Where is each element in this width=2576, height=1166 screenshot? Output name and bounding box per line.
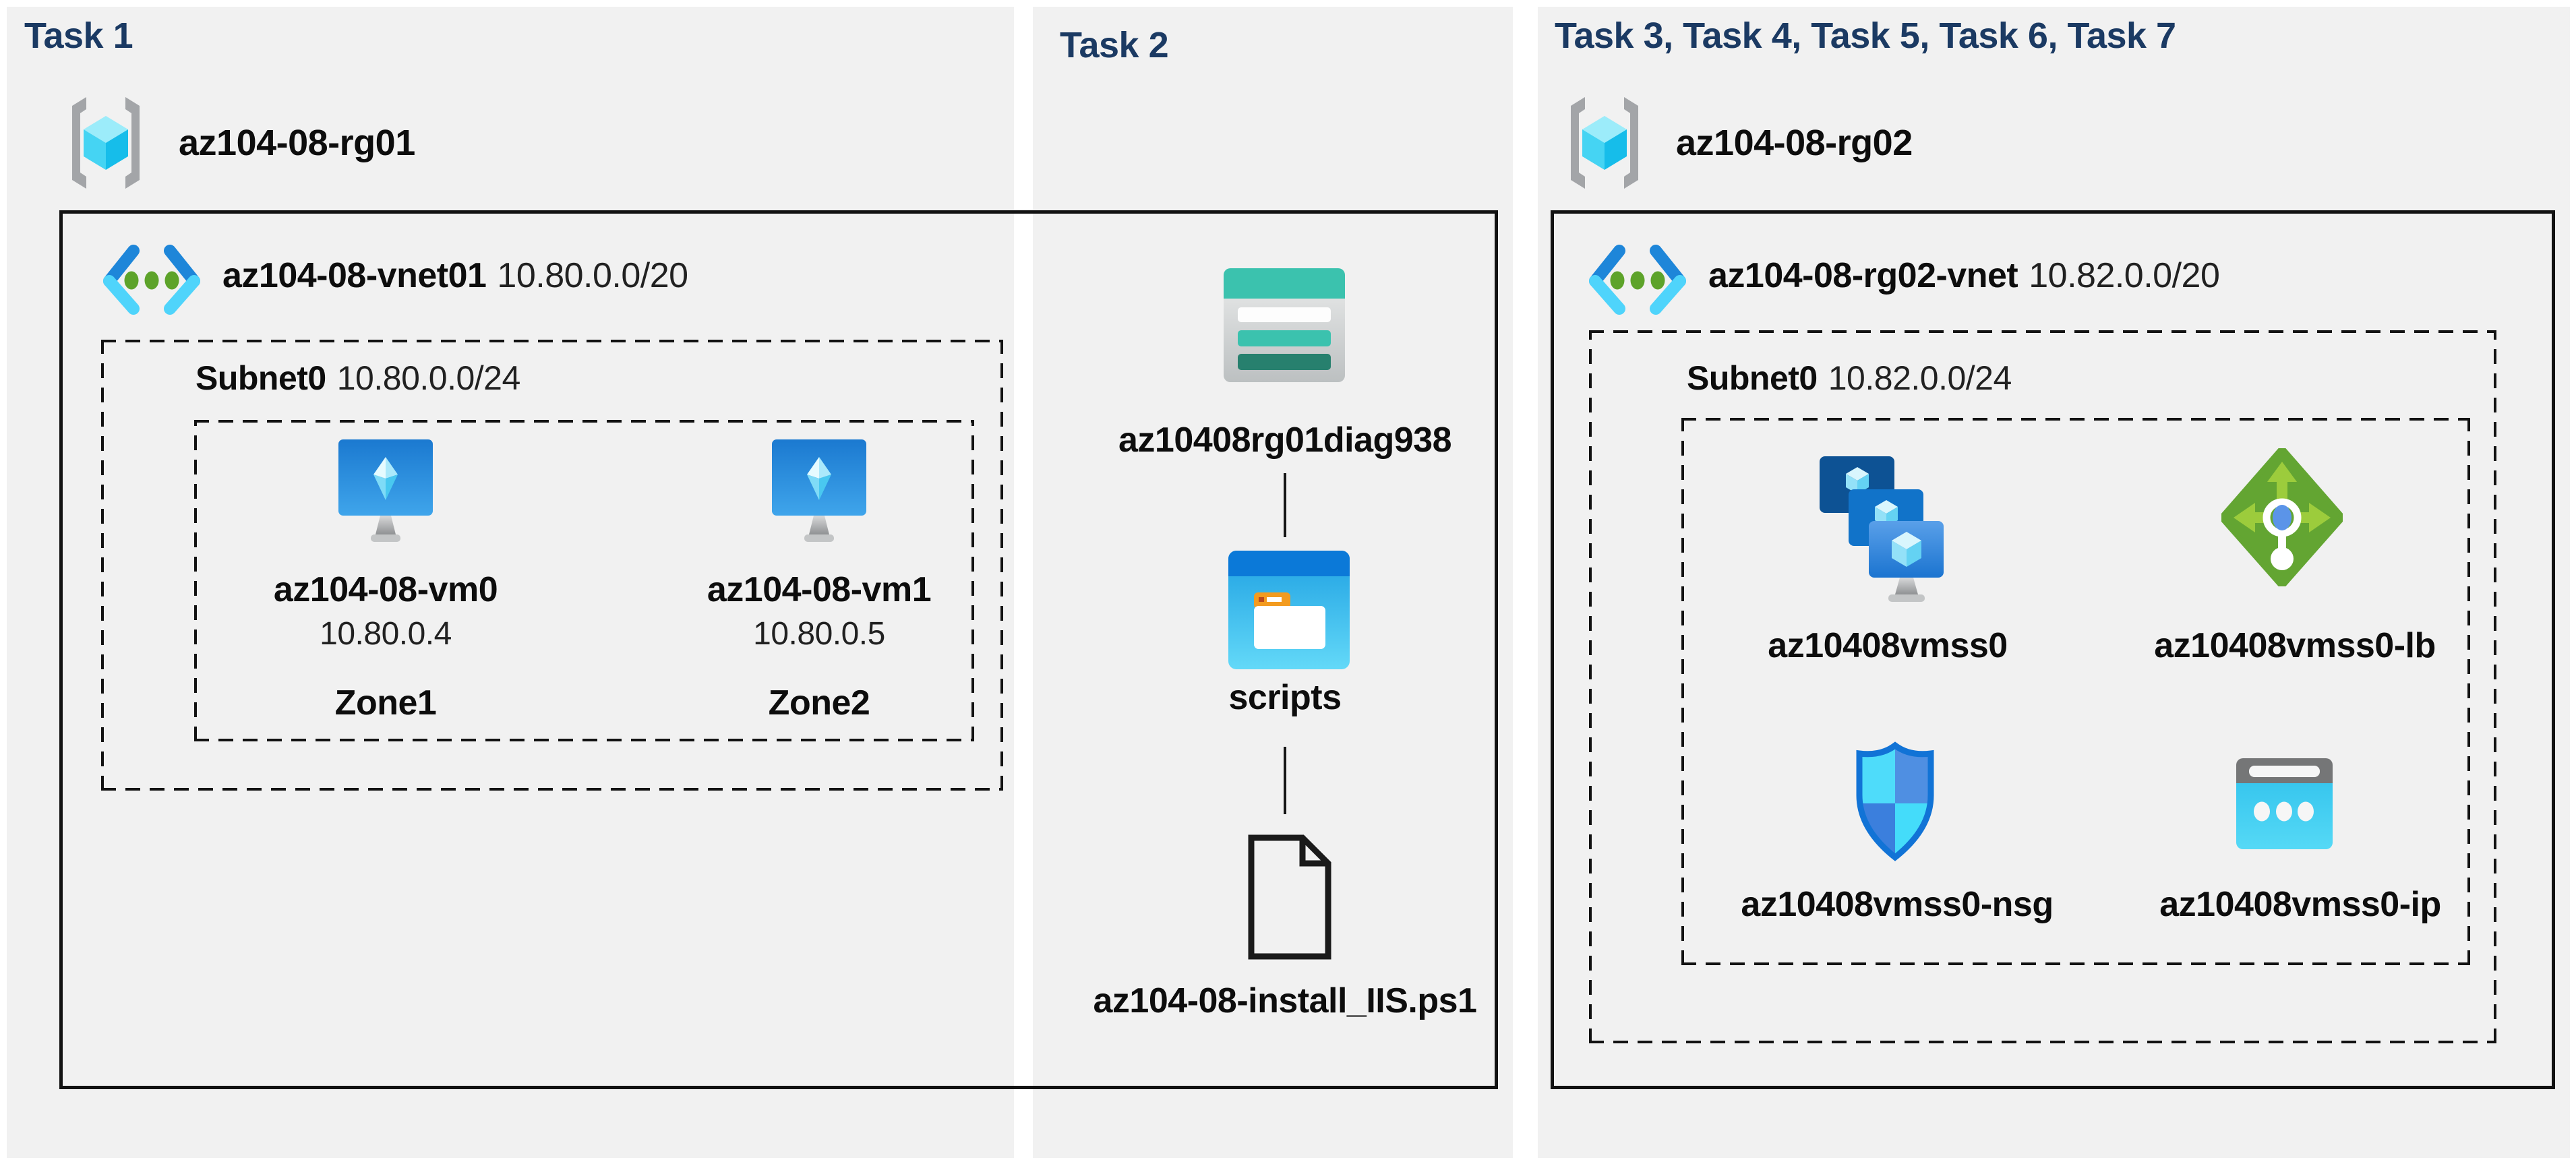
storage-account-label: az10408rg01diag938 bbox=[1118, 421, 1452, 460]
subnet0-label-rg01: Subnet0 10.80.0.0/24 bbox=[196, 359, 520, 398]
virtual-machine-icon bbox=[772, 439, 866, 542]
vnet-icon bbox=[1589, 245, 1686, 315]
vm1-name-label: az104-08-vm1 bbox=[707, 570, 932, 609]
vm-scale-set-icon bbox=[1820, 456, 1944, 602]
resource-group-icon bbox=[72, 97, 140, 189]
rg01-label: az104-08-rg01 bbox=[179, 123, 415, 163]
task3-title: Task 3, Task 4, Task 5, Task 6, Task 7 bbox=[1555, 16, 2176, 56]
task2-title: Task 2 bbox=[1060, 25, 1169, 65]
task1-title: Task 1 bbox=[24, 16, 133, 56]
script-file-icon bbox=[1248, 834, 1331, 960]
vnet02-name: az104-08-rg02-vnet bbox=[1708, 256, 2018, 295]
vm1-ip-label: 10.80.0.5 bbox=[753, 616, 885, 652]
storage-account-icon bbox=[1224, 268, 1345, 382]
subnet0-cidr-rg01: 10.80.0.0/24 bbox=[336, 359, 521, 397]
vnet01-cidr: 10.80.0.0/20 bbox=[497, 256, 688, 295]
public-ip-label: az10408vmss0-ip bbox=[2159, 885, 2441, 924]
vnet-icon bbox=[103, 245, 200, 315]
connector-folder-file bbox=[1284, 747, 1286, 814]
nsg-shield-icon bbox=[1856, 741, 1934, 861]
vnet01-label: az104-08-vnet01 10.80.0.0/20 bbox=[222, 255, 688, 296]
rg01-boundary-box bbox=[59, 210, 1498, 1089]
subnet0-name-rg01: Subnet0 bbox=[196, 359, 326, 397]
vmss-label: az10408vmss0 bbox=[1768, 626, 2008, 665]
load-balancer-label: az10408vmss0-lb bbox=[2154, 626, 2436, 665]
virtual-machine-icon bbox=[338, 439, 433, 542]
subnet0-label-rg02: Subnet0 10.82.0.0/24 bbox=[1687, 359, 2012, 398]
vm1-zone-label: Zone2 bbox=[768, 683, 870, 723]
subnet0-name-rg02: Subnet0 bbox=[1687, 359, 1818, 397]
resource-group-icon bbox=[1571, 97, 1638, 189]
connector-storage-folder bbox=[1284, 473, 1286, 537]
vmss-resources-box bbox=[1681, 418, 2470, 965]
folder-icon bbox=[1228, 551, 1350, 669]
vm0-zone-label: Zone1 bbox=[334, 683, 437, 723]
folder-label: scripts bbox=[1228, 678, 1342, 717]
vnet02-cidr: 10.82.0.0/20 bbox=[2029, 256, 2220, 295]
nsg-label: az10408vmss0-nsg bbox=[1741, 885, 2054, 924]
vm0-name-label: az104-08-vm0 bbox=[273, 570, 498, 609]
rg02-label: az104-08-rg02 bbox=[1676, 123, 1913, 163]
vm0-ip-label: 10.80.0.4 bbox=[320, 616, 452, 652]
vnet01-name: az104-08-vnet01 bbox=[222, 256, 487, 295]
subnet0-cidr-rg02: 10.82.0.0/24 bbox=[1828, 359, 2012, 397]
script-file-label: az104-08-install_IIS.ps1 bbox=[1093, 981, 1477, 1020]
vnet02-label: az104-08-rg02-vnet 10.82.0.0/20 bbox=[1708, 255, 2220, 296]
public-ip-icon bbox=[2236, 758, 2333, 849]
rg02-boundary-box bbox=[1551, 210, 2555, 1089]
load-balancer-icon bbox=[2221, 448, 2343, 586]
